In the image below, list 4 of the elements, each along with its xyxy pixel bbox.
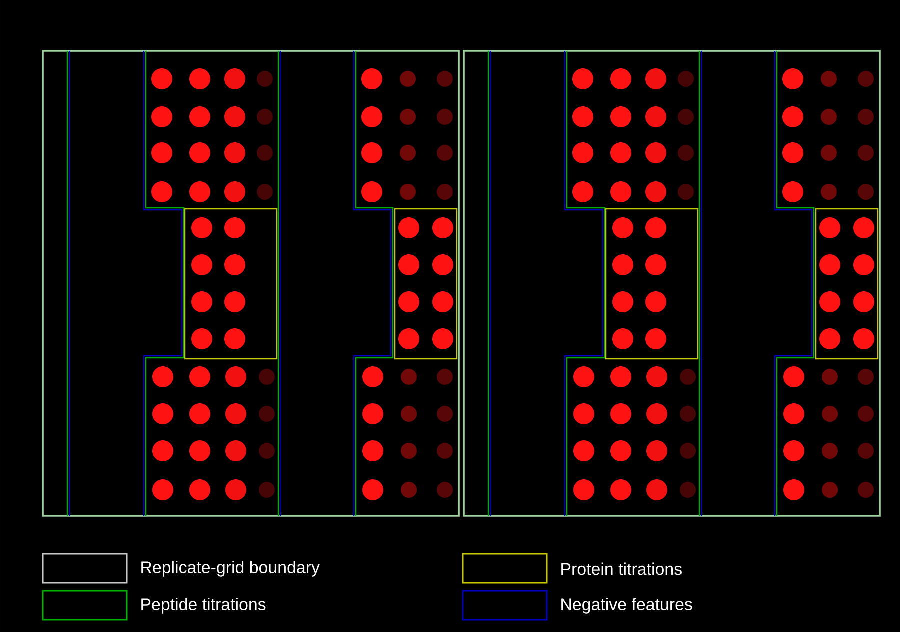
legend-label: Protein titrations (562, 562, 682, 576)
legend-label: Replicate-grid boundary (142, 561, 320, 577)
legend-label: Negative features (562, 598, 692, 614)
legend-label: Peptide titrations (142, 598, 266, 614)
